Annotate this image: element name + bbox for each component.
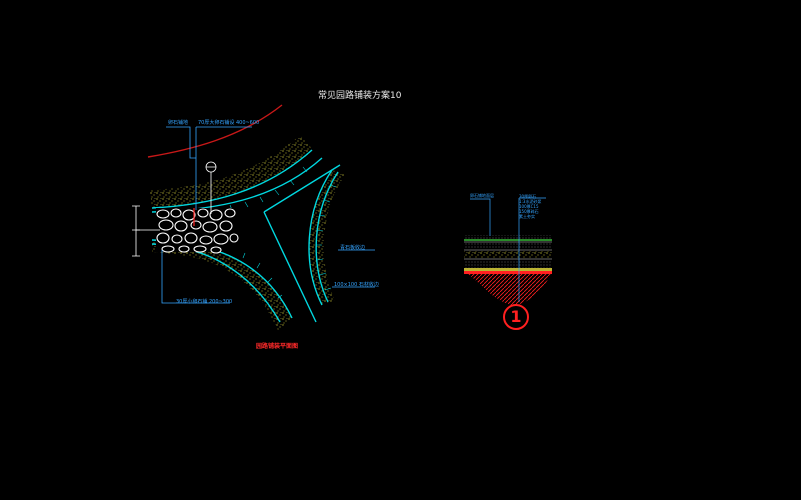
gravel-band-upper	[150, 135, 313, 208]
dimension-marks	[132, 205, 160, 257]
leader-lines	[161, 126, 375, 304]
section-label-left: 卵石铺地面层	[470, 193, 494, 198]
label-top-left: 卵石铺地	[168, 120, 189, 126]
label-right-upper: 青石板收边	[340, 245, 366, 251]
section-note-5: 素土夯实	[519, 214, 535, 219]
section-note-3: 100厚C15	[519, 204, 539, 209]
label-top-right: 70厚大卵石铺设 400~600	[198, 120, 260, 126]
label-bottom: 30厚小卵石铺 200~300	[176, 299, 233, 305]
section-symbol-line	[206, 166, 216, 214]
plan-title: 园路铺装平面图	[256, 343, 299, 350]
section-note-4: 150厚碎石	[519, 209, 539, 214]
red-boundary-curve	[147, 104, 283, 158]
drawing-title: 常见园路铺装方案10	[318, 91, 402, 101]
section-note-2: 1:3水泥砂浆	[519, 199, 542, 204]
cobble-stones	[156, 208, 239, 254]
section-note-1: 30厚卵石	[519, 194, 537, 199]
section-detail	[464, 197, 552, 306]
detail-number-badge: 1	[503, 304, 529, 330]
label-right-lower: 100×100 石材收边	[334, 282, 379, 288]
gravel-band-lower	[152, 240, 292, 330]
